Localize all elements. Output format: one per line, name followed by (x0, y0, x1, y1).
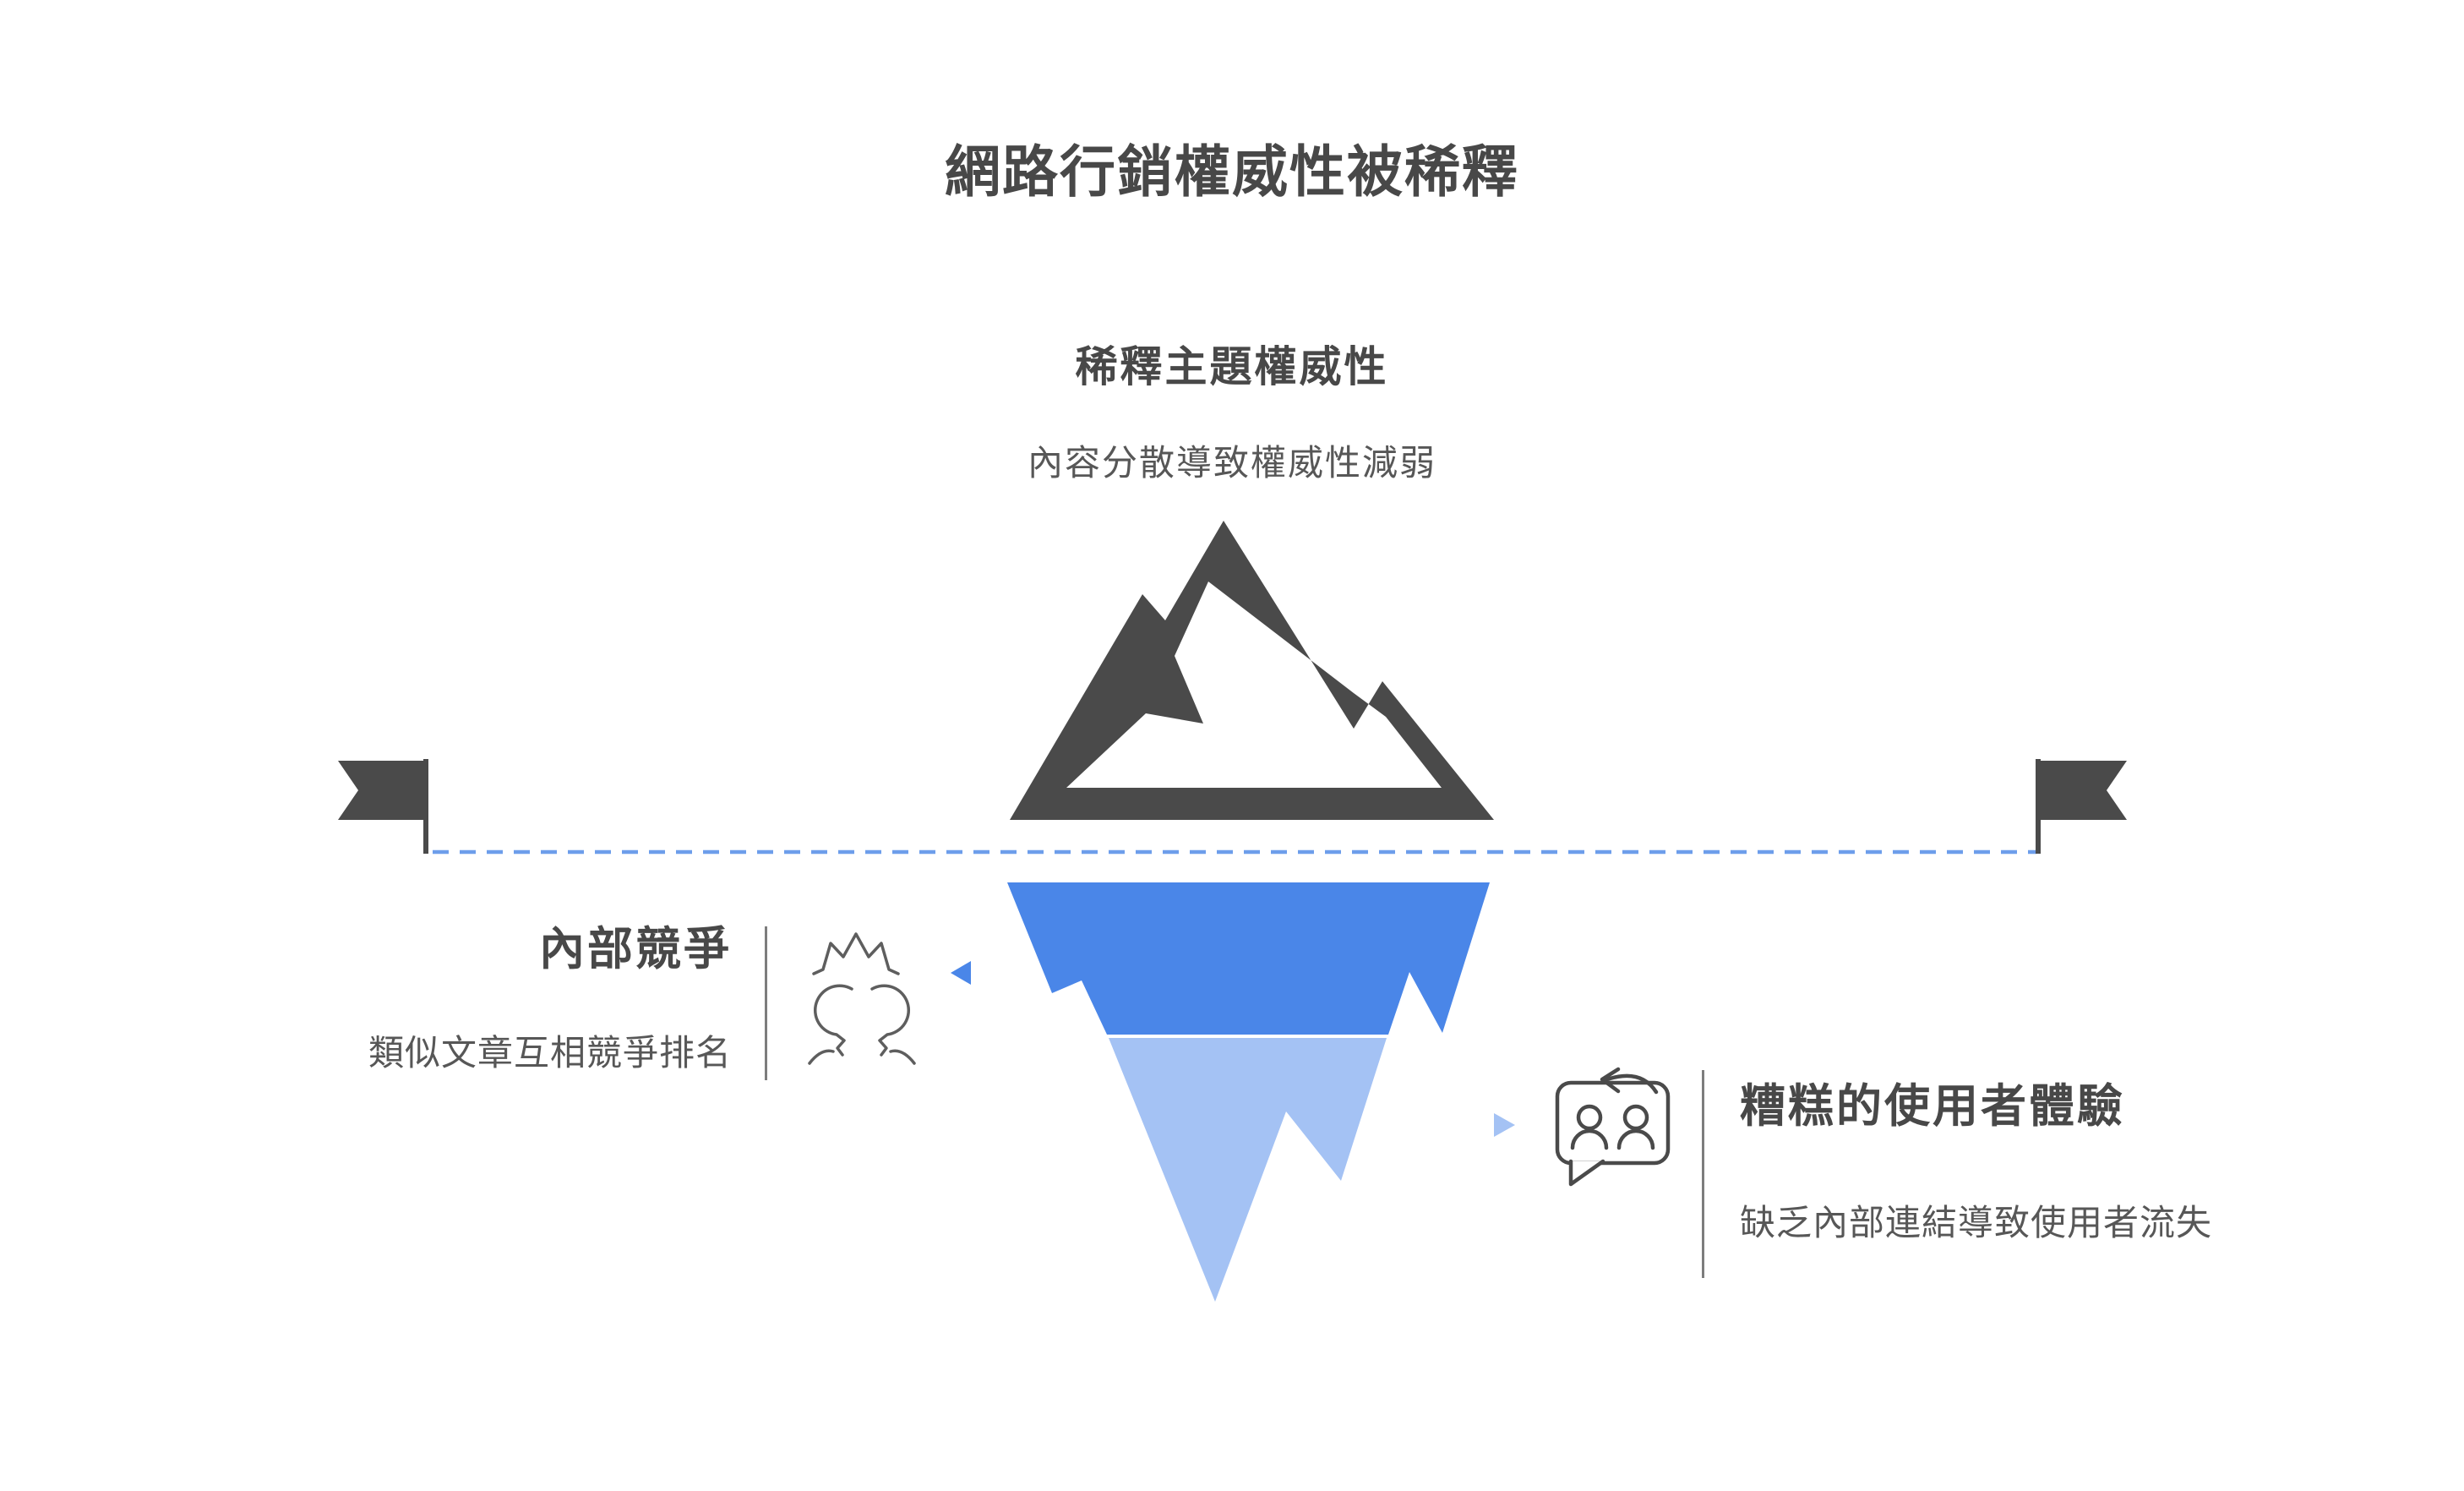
right-callout-description: 缺乏內部連結導致使用者流失 (1740, 1203, 2213, 1242)
iceberg-underwater-upper (1007, 882, 1490, 1035)
users-speech-bubble-return-icon (1555, 1067, 1671, 1187)
iceberg-underwater-lower (1109, 1038, 1387, 1302)
page-title: 網路行銷權威性被稀釋 (945, 140, 1519, 203)
left-callout-title: 內部競爭 (539, 924, 732, 975)
left-callout-description: 類似文章互相競爭排名 (368, 1033, 732, 1073)
summit-title: 稀釋主題權威性 (1075, 343, 1389, 390)
right-callout-title: 糟糕的使用者體驗 (1740, 1081, 2125, 1132)
left-pointer-triangle-icon (951, 961, 971, 985)
left-callout: 內部競爭 類似文章互相競爭排名 (368, 911, 732, 1076)
left-flag-icon (338, 759, 428, 854)
right-callout-divider (1702, 1070, 1704, 1278)
summit-description: 內容分散導致權威性減弱 (1027, 443, 1436, 483)
right-pointer-triangle-icon (1494, 1113, 1515, 1137)
people-conflict-icon (808, 932, 916, 1065)
right-flag-icon (2036, 759, 2127, 854)
right-callout: 糟糕的使用者體驗 缺乏內部連結導致使用者流失 (1740, 1068, 2212, 1246)
mountain-icon (1010, 521, 1494, 820)
left-callout-divider (765, 926, 767, 1080)
